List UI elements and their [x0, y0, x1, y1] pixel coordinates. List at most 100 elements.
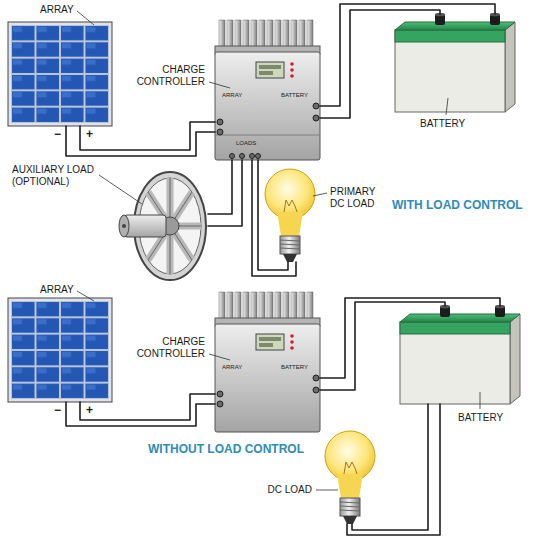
wire [347, 404, 440, 535]
polarity-sign: + [86, 403, 93, 417]
solar-panel [11, 25, 109, 123]
callout-label: CHARGE CONTROLLER [127, 64, 205, 88]
battery-figure [400, 322, 510, 334]
wire [352, 404, 428, 530]
charge-controller-figure [217, 129, 223, 135]
leader-line [209, 82, 230, 88]
charge-controller-figure [215, 292, 320, 432]
callout-label: BATTERY [458, 412, 503, 424]
leader-line [316, 490, 338, 491]
bulb-figure [280, 240, 300, 241]
leader-line [77, 11, 94, 25]
charge-controller-figure [290, 74, 294, 78]
solar-panel [8, 298, 112, 402]
bulb-figure [280, 244, 300, 245]
charge-controller-figure [259, 337, 281, 341]
charge-controller-figure [215, 52, 320, 160]
battery-figure [505, 22, 515, 112]
charge-controller-figure [259, 65, 281, 69]
wire [66, 126, 215, 156]
dc-load: DC LOAD [324, 430, 376, 524]
bulb-figure [344, 462, 357, 474]
battery-figure [510, 314, 520, 404]
battery-figure [395, 30, 505, 112]
solar-panel [8, 298, 112, 402]
charge-controller-figure [290, 334, 294, 338]
bulb-figure [325, 431, 375, 524]
callout-label: CHARGE CONTROLLER [127, 336, 205, 360]
leader-line [209, 354, 230, 360]
battery: BATTERY [395, 14, 515, 112]
fan-figure [119, 172, 206, 280]
wire [80, 394, 215, 420]
callout-label: ARRAY [40, 4, 74, 16]
charge-controller-figure [230, 154, 235, 159]
bulb-figure [277, 212, 303, 236]
wire [208, 160, 232, 214]
callout-label: DC LOAD [268, 484, 312, 496]
charge-controller-figure [256, 154, 261, 159]
bulb-figure [340, 506, 360, 507]
charge-controller-figure [217, 401, 223, 407]
bulb-figure [280, 248, 300, 249]
solar-array: ARRAY−+ [8, 298, 112, 402]
polarity-sign: − [54, 403, 61, 417]
fan-figure [119, 215, 129, 237]
dc-load: PRIMARY DC LOAD [264, 168, 316, 262]
auxiliary-load: AUXILIARY LOAD (OPTIONAL) [118, 168, 208, 282]
wire [208, 160, 242, 226]
wire [320, 4, 495, 106]
charge-controller-figure [217, 391, 223, 397]
solar-array: ARRAY−+ [8, 22, 112, 126]
charge-controller-figure [313, 387, 319, 393]
battery-figure [400, 322, 510, 404]
polarity-sign: − [54, 127, 61, 141]
leader-line [480, 392, 481, 409]
bulb-figure [265, 169, 315, 262]
wire [252, 160, 296, 276]
charge-controller-figure [290, 346, 294, 350]
charge-controller-figure [256, 62, 284, 78]
charge-controller-figure [250, 154, 255, 159]
charge-controller-figure [313, 103, 319, 109]
wire [320, 10, 440, 118]
panel-heading: WITHOUT LOAD CONTROL [148, 442, 304, 456]
battery-figure [400, 305, 520, 404]
charge-controller-figure [240, 154, 245, 159]
fan-figure [124, 215, 166, 237]
wire [80, 122, 215, 150]
charge-controller-figure [256, 334, 284, 350]
solar-panel [8, 22, 112, 126]
charge-controller-figure [215, 135, 320, 136]
polarity-sign: + [86, 127, 93, 141]
charge-controller-figure [217, 119, 223, 125]
bulb-figure [284, 200, 297, 212]
wire [320, 302, 445, 390]
battery: BATTERY [400, 306, 520, 404]
panel-heading: WITH LOAD CONTROL [392, 198, 523, 212]
bulb-figure [265, 169, 315, 219]
bulb-figure [343, 516, 357, 524]
charge-controller-figure [215, 324, 320, 432]
callout-label: BATTERY [420, 118, 465, 130]
charge-controller-figure [290, 62, 294, 66]
callout-label: PRIMARY DC LOAD [330, 186, 386, 210]
charge-controller-figure [259, 71, 273, 75]
charge-controller: CHARGE CONTROLLERARRAYBATTERYLOADS [215, 20, 320, 160]
wire [258, 160, 288, 270]
terminal-label: BATTERY [281, 364, 308, 371]
terminal-label: LOADS [236, 140, 256, 147]
charge-controller-figure [290, 68, 294, 72]
battery-figure [395, 13, 515, 112]
solar-panel [8, 22, 112, 126]
terminal-label: ARRAY [222, 92, 242, 99]
leader-line [77, 11, 480, 490]
bulb-figure [283, 254, 297, 262]
leader-line [99, 175, 142, 204]
charge-controller-figure [313, 375, 319, 381]
callout-label: ARRAY [40, 284, 74, 296]
bulb-figure [337, 474, 363, 498]
bulb-figure [340, 498, 360, 516]
wire [320, 298, 500, 378]
leader-line [313, 193, 327, 196]
